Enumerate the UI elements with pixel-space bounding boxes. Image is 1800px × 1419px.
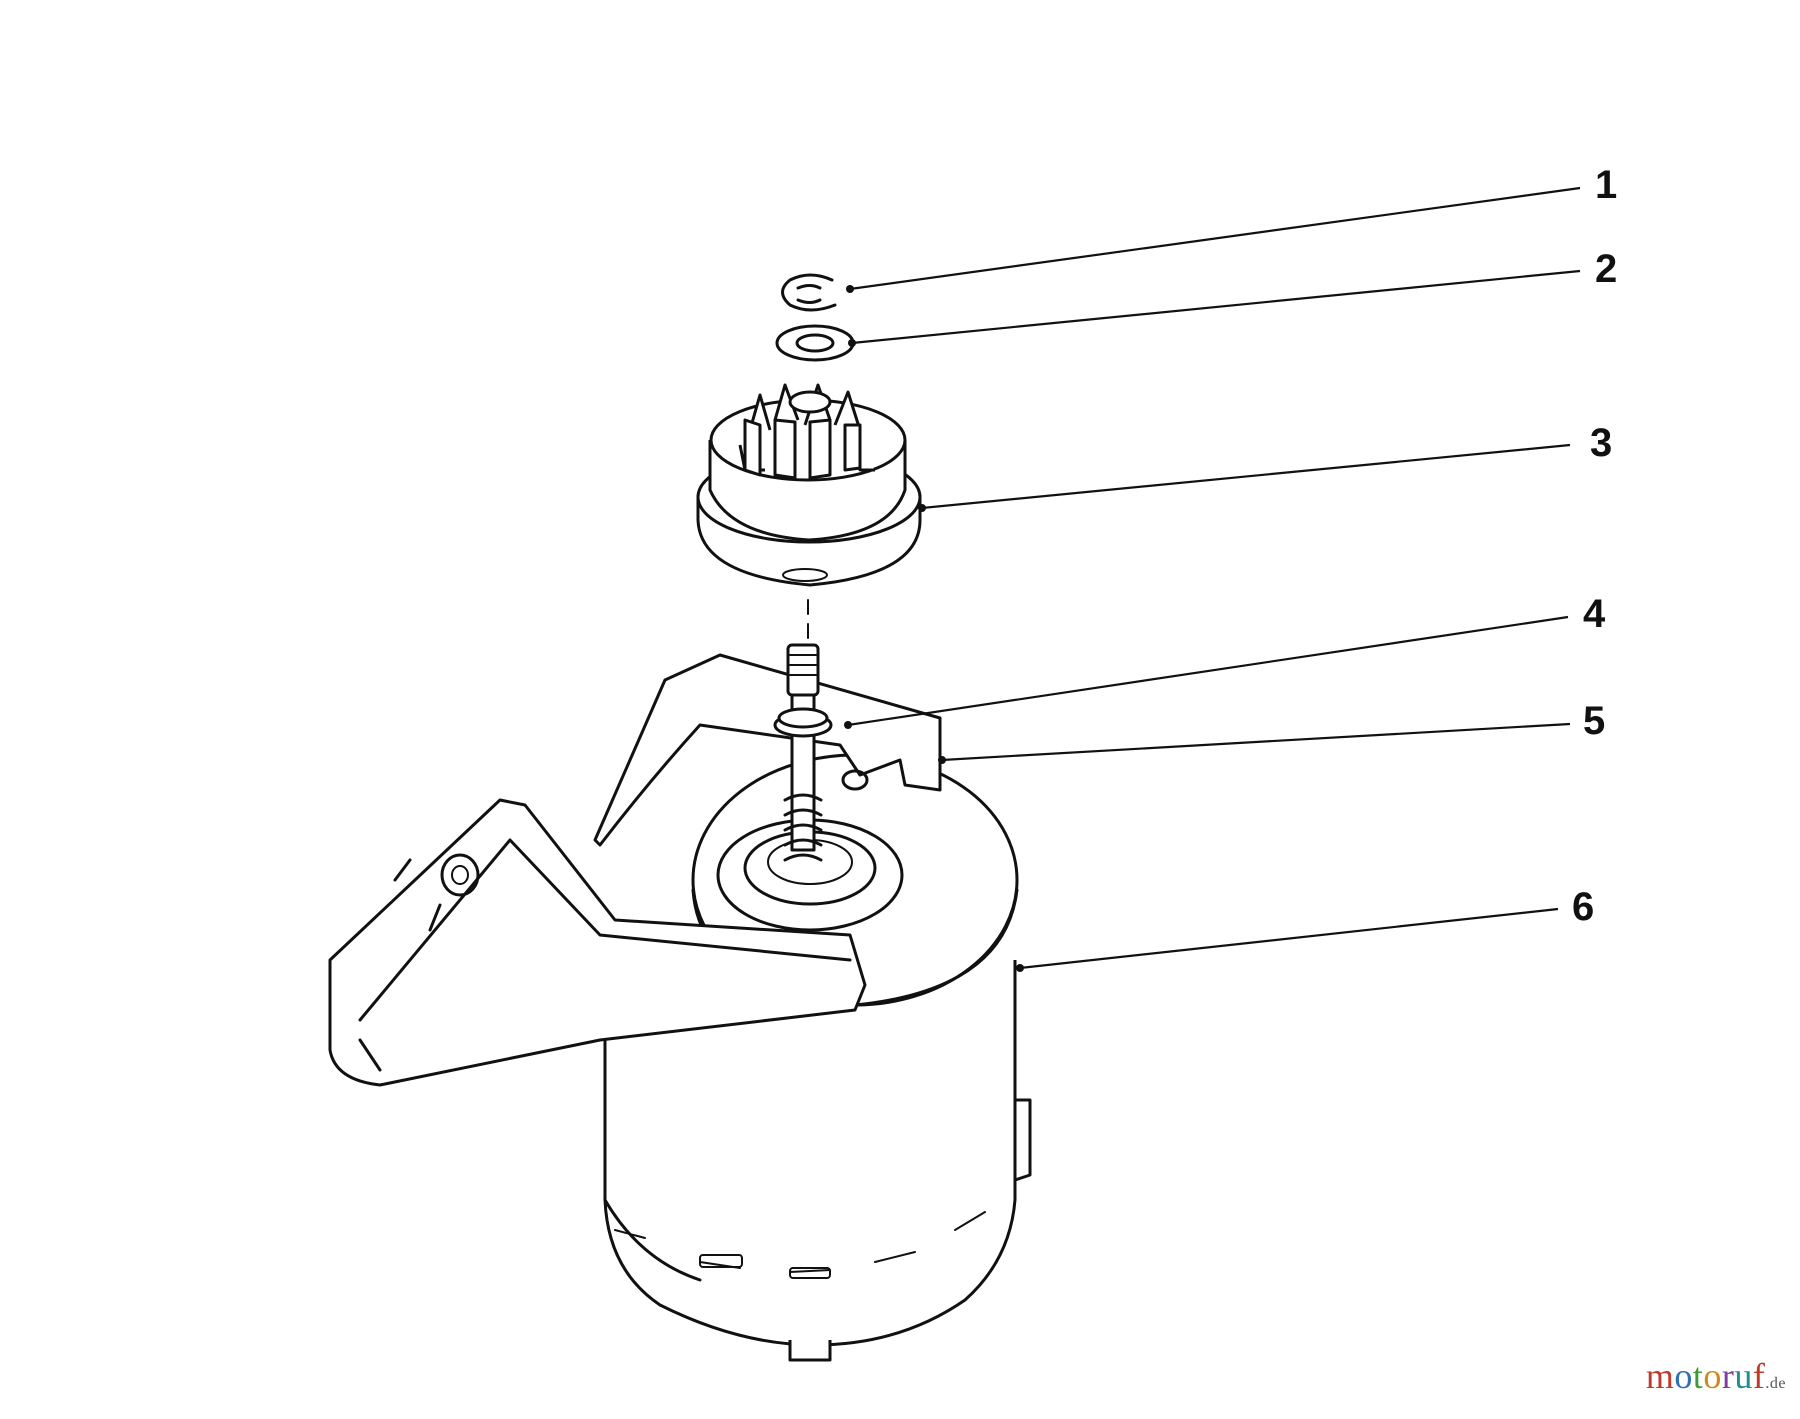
leader-lines	[844, 186, 1581, 972]
callout-6: 6	[1572, 885, 1594, 929]
callout-1: 1	[1595, 163, 1617, 207]
washer	[775, 324, 855, 362]
callout-4: 4	[1583, 592, 1606, 636]
mounting-bracket	[328, 653, 942, 1087]
callout-3: 3	[1590, 421, 1612, 465]
callout-2: 2	[1595, 247, 1617, 291]
pinion-gear	[696, 383, 922, 587]
starter-motor-housing	[603, 753, 1032, 1362]
e-ring	[781, 273, 837, 312]
watermark-logo: motoruf.de	[1645, 1356, 1786, 1396]
armature-shaft	[773, 643, 833, 862]
callout-5: 5	[1583, 699, 1605, 743]
